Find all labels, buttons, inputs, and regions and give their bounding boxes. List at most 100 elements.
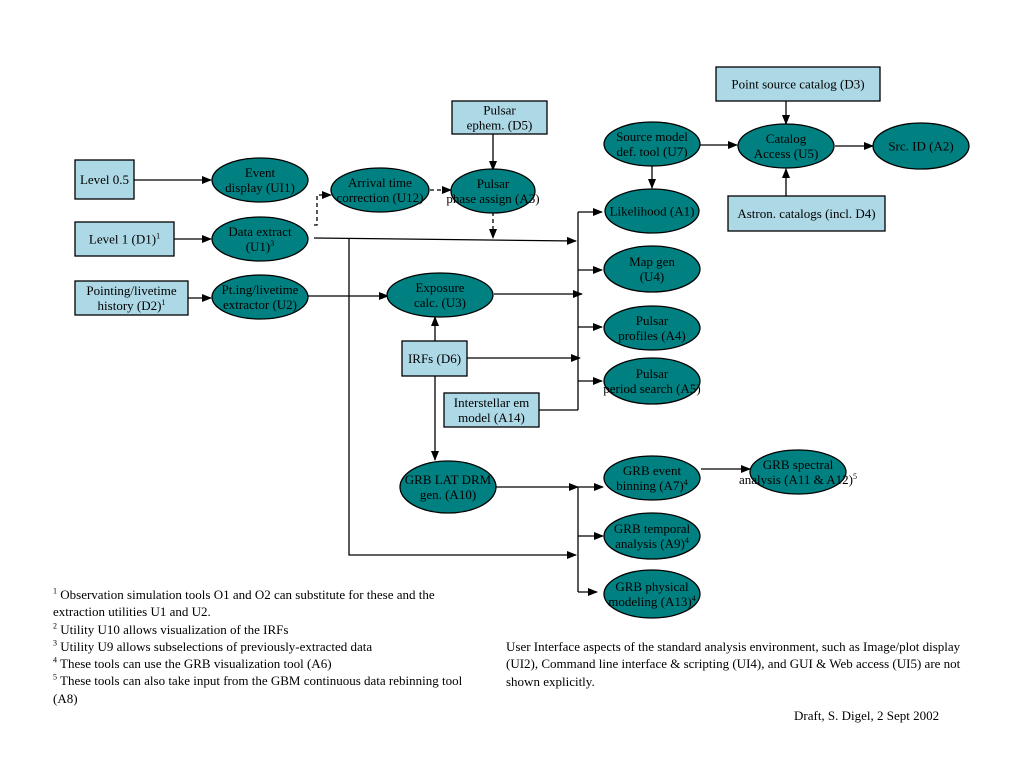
node-level05: Level 0.5: [74, 159, 135, 200]
footnote-4: 4 These tools can use the GRB visualizat…: [53, 655, 332, 672]
node-level1: Level 1 (D1)1: [74, 221, 175, 257]
node-ellipse: [749, 449, 847, 495]
node-label: Pt.ing/livetime: [222, 282, 299, 297]
node-label: period search (A5): [603, 381, 700, 396]
footnotes: 1 Observation simulation tools O1 and O2…: [53, 586, 473, 707]
node-label: model (A14): [458, 410, 525, 425]
node-label: binning (A7)4: [616, 478, 688, 493]
draft-credit: Draft, S. Digel, 2 Sept 2002: [794, 708, 940, 723]
node-box: [74, 221, 175, 257]
node-box: [74, 280, 189, 316]
node-label: Level 1 (D1)1: [89, 232, 160, 247]
node-ellipse: [737, 123, 835, 169]
node-data-extract: Data extract(U1)3: [211, 216, 309, 262]
node-label: Event: [245, 165, 276, 180]
edge-data-extract-bus: [313, 236, 577, 245]
node-likelihood: Likelihood (A1): [604, 188, 700, 234]
node-label: Exposure: [415, 280, 464, 295]
node-label: Astron. catalogs (incl. D4): [737, 206, 875, 221]
node-label: GRB temporal: [614, 521, 691, 536]
node-label: Likelihood (A1): [610, 204, 695, 219]
node-ellipse: [330, 167, 430, 213]
node-ellipse: [386, 272, 494, 318]
node-label: Data extract: [228, 224, 292, 239]
footnote-ref: 1: [161, 298, 165, 307]
node-label: def. tool (U7): [616, 144, 687, 159]
node-label: Interstellar em: [454, 395, 529, 410]
node-label: display (UI1): [225, 180, 295, 195]
edge-data-extract-grb-bus: [348, 238, 577, 559]
node-label: profiles (A4): [618, 328, 686, 343]
node-label: Pulsar: [477, 176, 510, 191]
node-map-gen: Map gen(U4): [603, 245, 701, 293]
node-box: [715, 66, 881, 102]
node-ellipse: [603, 455, 701, 501]
node-src-id: Src. ID (A2): [872, 122, 970, 170]
node-label: GRB physical: [615, 579, 689, 594]
node-ellipse: [603, 121, 701, 167]
node-ellipse: [399, 460, 497, 514]
node-label: modeling (A13)4: [608, 594, 695, 609]
footnote-ref: 1: [156, 232, 160, 241]
node-label: ephem. (D5): [467, 118, 533, 133]
footnote-ref: 4: [685, 536, 689, 545]
footnote-1: 1 Observation simulation tools O1 and O2…: [53, 586, 435, 620]
node-ellipse: [604, 188, 700, 234]
node-label: Level 0.5: [80, 172, 129, 187]
node-ellipse: [450, 168, 536, 214]
node-label: Pulsar: [483, 103, 516, 118]
node-label: calc. (U3): [414, 295, 466, 310]
node-ellipse: [211, 157, 309, 203]
node-label: GRB LAT DRM: [405, 472, 492, 487]
node-ellipse: [603, 305, 701, 351]
node-ellipse: [872, 122, 970, 170]
footnote-ref: 4: [692, 594, 696, 603]
footnote-5: 5 These tools can also take input from t…: [53, 673, 463, 706]
footnote-3: 3 Utility U9 allows subselections of pre…: [53, 638, 373, 654]
edge-data-extract-arrival: [314, 191, 332, 226]
node-label: analysis (A11 & A12)5: [739, 472, 857, 487]
node-box: [451, 100, 548, 135]
node-box: [74, 159, 135, 200]
node-label: (U4): [640, 269, 665, 284]
node-label: Src. ID (A2): [888, 139, 953, 154]
node-label: extractor (U2): [223, 297, 297, 312]
node-label: GRB spectral: [763, 457, 834, 472]
node-irfs: IRFs (D6): [401, 340, 468, 377]
node-label: history (D2)1: [98, 298, 166, 313]
node-label: IRFs (D6): [408, 351, 461, 366]
node-label: GRB event: [623, 463, 682, 478]
footnote-2: 2 Utility U10 allows visualization of th…: [53, 621, 289, 637]
node-label: gen. (A10): [420, 487, 476, 502]
node-label: analysis (A9)4: [615, 536, 689, 551]
node-ellipse: [603, 512, 701, 560]
node-label: Source model: [616, 129, 688, 144]
node-label: Access (U5): [754, 146, 819, 161]
node-label: Catalog: [766, 131, 807, 146]
node-box: [727, 195, 886, 232]
connectors: [134, 101, 874, 596]
node-ellipse: [603, 245, 701, 293]
node-label: Pulsar: [636, 313, 669, 328]
node-label: correction (U12): [337, 190, 424, 205]
node-label: Point source catalog (D3): [731, 77, 864, 92]
node-point-source: Point source catalog (D3): [715, 66, 881, 102]
node-label: Pulsar: [636, 366, 669, 381]
node-label: Pointing/livetime: [86, 283, 177, 298]
